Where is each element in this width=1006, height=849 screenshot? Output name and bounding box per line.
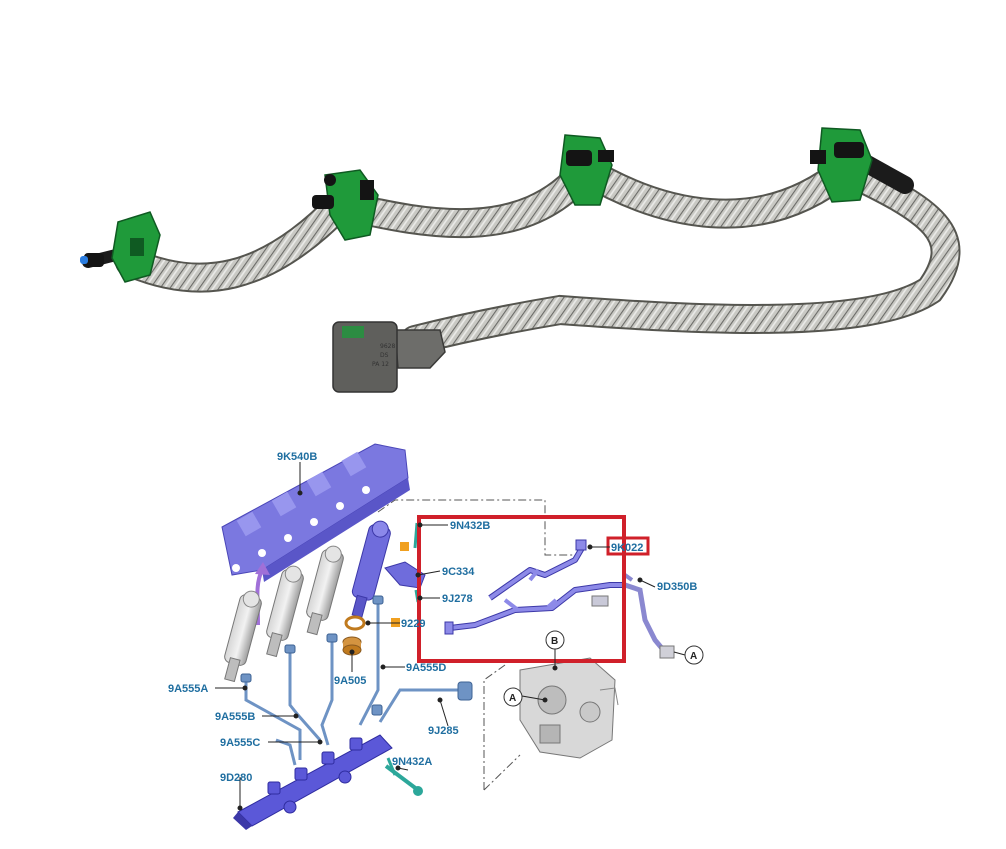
fuel-rail-part — [233, 734, 393, 830]
label-9n432b: 9N432B — [450, 520, 490, 532]
callout-a-pump: A — [503, 687, 523, 707]
connector-print-1: 9628 — [380, 343, 395, 350]
highlight-label-box — [606, 536, 650, 556]
callout-a-line: A — [684, 645, 704, 665]
svg-text:B: B — [551, 636, 558, 647]
high-pressure-pump — [519, 657, 619, 759]
label-9k540b: 9K540B — [277, 451, 317, 463]
exploded-parts-diagram: 9K540B 9N432B 9K022 9C334 9D350B 9J278 9… — [168, 443, 704, 830]
green-connector-1 — [80, 211, 161, 283]
orange-seal-part — [400, 542, 409, 551]
label-9k022: 9K022 — [611, 542, 643, 554]
label-9d350b: 9D350B — [657, 581, 697, 593]
label-9a555a: 9A555A — [168, 683, 208, 695]
o-ring-part — [342, 636, 362, 656]
green-connector-4 — [810, 127, 873, 203]
injector-3 — [306, 545, 344, 636]
label-9j285: 9J285 — [428, 725, 459, 737]
label-9a505: 9A505 — [334, 675, 366, 687]
svg-text:A: A — [690, 651, 697, 662]
label-9d280: 9D280 — [220, 772, 252, 784]
leader-lines — [215, 462, 686, 811]
label-9229: 9229 — [401, 618, 425, 630]
washer-part — [344, 615, 366, 631]
heat-shield-part — [221, 443, 410, 582]
label-9j278: 9J278 — [442, 593, 473, 605]
dashdot-lines — [377, 499, 578, 791]
injector-2 — [266, 565, 304, 658]
grey-end-connector: 9628 DS PA 12 — [332, 321, 446, 393]
label-9a555b: 9A555B — [215, 711, 255, 723]
green-connector-2 — [312, 169, 379, 241]
label-9a555c: 9A555C — [220, 737, 260, 749]
label-9a555d: 9A555D — [406, 662, 446, 674]
connector-print-3: PA 12 — [372, 361, 389, 368]
callout-b: B — [545, 630, 565, 650]
return-line-9d350b — [591, 573, 675, 659]
label-9c334: 9C334 — [442, 566, 475, 578]
clip-part — [384, 561, 426, 589]
highlight-box — [417, 515, 626, 663]
leak-return-line — [444, 539, 625, 635]
label-9n432a: 9N432A — [392, 756, 432, 768]
green-connector-3 — [559, 134, 614, 206]
svg-text:A: A — [509, 693, 516, 704]
connector-print-2: DS — [380, 352, 389, 359]
bolt-part — [384, 757, 423, 796]
injector-1 — [224, 590, 262, 683]
leak-off-hose-photo: 9628 DS PA 12 — [80, 127, 961, 393]
injector-4-highlighted — [351, 520, 391, 618]
